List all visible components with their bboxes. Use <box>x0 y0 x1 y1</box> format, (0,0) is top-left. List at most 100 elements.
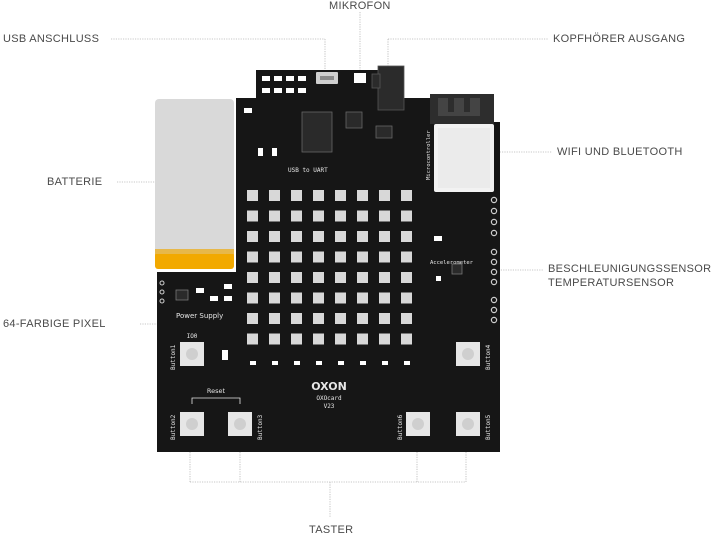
button6-label: Button6 <box>397 414 404 440</box>
button3-label: Button3 <box>257 414 264 440</box>
led-pixel <box>379 292 390 304</box>
led-pixel <box>269 333 280 345</box>
led-pixel <box>401 292 412 304</box>
led-pixel <box>401 313 412 324</box>
led-pixel <box>357 190 368 201</box>
led-matrix <box>247 190 412 345</box>
power-supply-label: Power Supply <box>176 312 223 320</box>
led-pixel <box>357 313 368 324</box>
led-pixel <box>269 272 280 283</box>
accelerometer-label: Accelerometer <box>430 260 474 266</box>
callout-pixel: 64-FARBIGE PIXEL <box>3 318 106 330</box>
usb-uart-label: USB to UART <box>288 167 328 174</box>
led-pixel <box>379 272 390 283</box>
power-supply-parts <box>159 280 232 304</box>
mcu-label: Microcontroller <box>426 130 432 180</box>
capacitor <box>250 361 256 365</box>
usb-uart-chip <box>301 111 393 153</box>
callout-batterie: BATTERIE <box>47 176 103 188</box>
button4-label: Button4 <box>485 344 492 370</box>
usb-connector <box>316 72 338 84</box>
capacitor <box>382 361 388 365</box>
led-pixel <box>247 231 258 242</box>
capacitor-row <box>250 361 410 365</box>
led-pixel <box>313 251 324 263</box>
model-label: OXOcard <box>316 395 342 402</box>
callout-taster: TASTER <box>309 524 354 536</box>
wifi-bluetooth-module <box>430 94 494 192</box>
right-header-pins <box>490 196 498 324</box>
battery <box>155 99 234 269</box>
led-pixel <box>291 231 302 242</box>
reset-label: Reset <box>207 387 226 395</box>
callout-beschleunigung: BESCHLEUNIGUNGSSENSOR <box>548 263 712 275</box>
led-pixel <box>335 231 346 242</box>
led-pixel <box>247 292 258 304</box>
smd-components-top <box>244 76 306 156</box>
callout-wifi: WIFI UND BLUETOOTH <box>557 146 683 158</box>
capacitor <box>338 361 344 365</box>
button5[interactable] <box>456 412 480 436</box>
led-pixel <box>291 272 302 283</box>
led-pixel <box>247 272 258 283</box>
led-pixel <box>379 313 390 324</box>
led-pixel <box>401 251 412 263</box>
led-pixel <box>291 333 302 345</box>
led-pixel <box>335 251 346 263</box>
capacitor <box>404 361 410 365</box>
led-pixel <box>335 333 346 345</box>
callout-temperatur: TEMPERATURSENSOR <box>548 277 675 289</box>
pcb <box>157 70 500 452</box>
capacitor <box>294 361 300 365</box>
led-pixel <box>291 313 302 324</box>
led-pixel <box>313 190 324 201</box>
button4[interactable] <box>456 342 480 366</box>
led-pixel <box>335 292 346 304</box>
capacitor <box>316 361 322 365</box>
callout-usb: USB ANSCHLUSS <box>3 33 100 45</box>
led-pixel <box>357 251 368 263</box>
led-pixel <box>379 251 390 263</box>
led-pixel <box>379 190 390 201</box>
headphone-jack <box>371 65 405 111</box>
led-pixel <box>247 210 258 222</box>
led-pixel <box>291 190 302 201</box>
led-pixel <box>291 251 302 263</box>
callout-mikrofon: MIKROFON <box>329 0 391 12</box>
version-label: V23 <box>324 403 335 410</box>
led-pixel <box>379 333 390 345</box>
led-pixel <box>357 333 368 345</box>
led-pixel <box>313 313 324 324</box>
led-pixel <box>401 272 412 283</box>
led-pixel <box>401 231 412 242</box>
led-pixel <box>269 231 280 242</box>
led-pixel <box>291 292 302 304</box>
led-pixel <box>291 210 302 222</box>
led-pixel <box>379 210 390 222</box>
led-pixel <box>335 210 346 222</box>
button6[interactable] <box>406 412 430 436</box>
button2[interactable] <box>180 412 204 436</box>
led-pixel <box>379 231 390 242</box>
led-pixel <box>357 292 368 304</box>
led-pixel <box>247 313 258 324</box>
led-pixel <box>247 333 258 345</box>
led-pixel <box>269 210 280 222</box>
led-pixel <box>313 292 324 304</box>
led-pixel <box>357 210 368 222</box>
led-pixel <box>269 292 280 304</box>
led-pixel <box>269 313 280 324</box>
button1[interactable] <box>180 342 204 366</box>
led-pixel <box>335 190 346 201</box>
io0-button[interactable] <box>222 350 228 360</box>
button3[interactable] <box>228 412 252 436</box>
led-pixel <box>401 210 412 222</box>
microphone <box>354 73 366 83</box>
led-pixel <box>401 333 412 345</box>
io0-label: IO0 <box>187 333 198 340</box>
led-pixel <box>401 190 412 201</box>
accelerometer-chip <box>434 236 463 281</box>
callout-kopfhoerer: KOPFHÖRER AUSGANG <box>553 33 686 45</box>
brand-logo: OXON <box>311 380 347 393</box>
